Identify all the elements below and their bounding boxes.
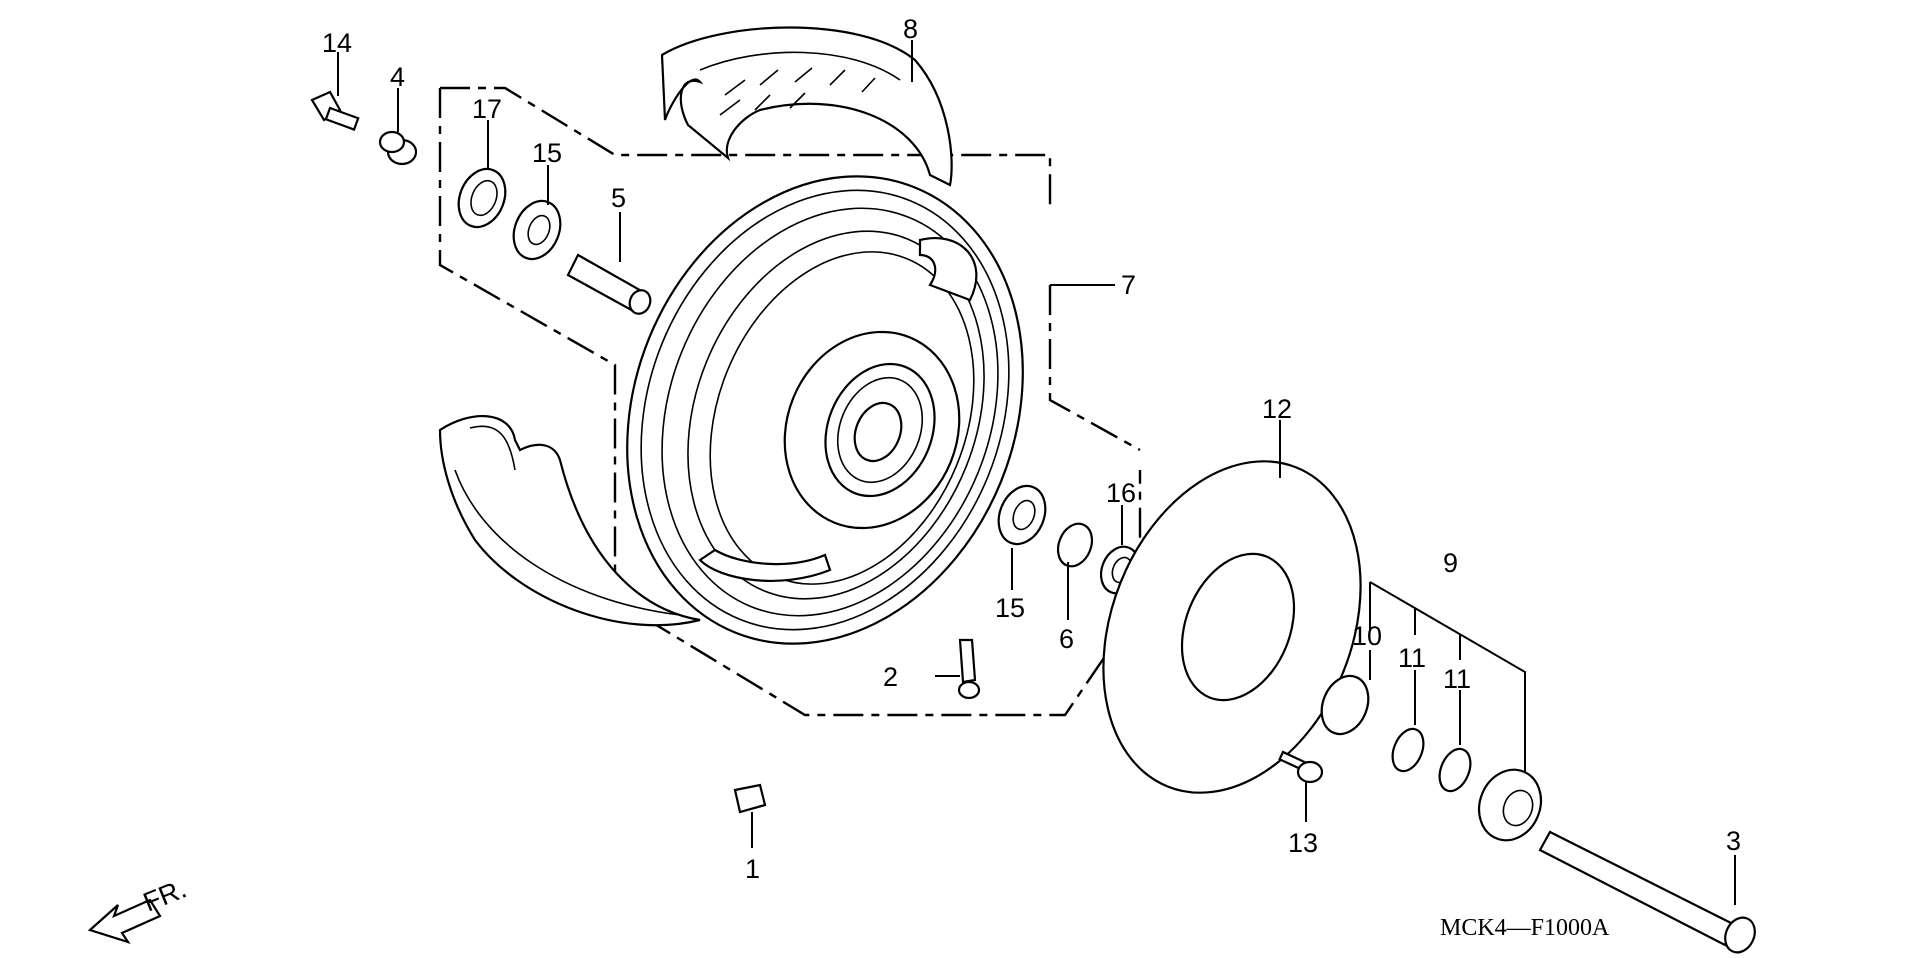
callout-5: 5 bbox=[611, 183, 626, 213]
tire-valve bbox=[957, 638, 981, 700]
tire-lower-half bbox=[438, 414, 701, 627]
front-wheel-axle bbox=[1538, 830, 1756, 954]
flange-bolt bbox=[310, 90, 360, 131]
callout-15-lower: 15 bbox=[995, 593, 1025, 623]
brake-disk-bolt bbox=[1278, 750, 1324, 784]
front-direction-arrow: FR. bbox=[87, 873, 191, 944]
callout-labels: 14 4 17 15 5 8 7 12 16 15 6 2 1 9 10 11 … bbox=[322, 14, 1741, 884]
callout-11-b: 11 bbox=[1443, 664, 1471, 694]
brake-disk bbox=[1102, 460, 1362, 794]
callout-3: 3 bbox=[1726, 826, 1741, 856]
speedometer-gear-retainer bbox=[1056, 522, 1094, 568]
diagram-code: MCK4—F1000A bbox=[1440, 915, 1610, 941]
thrust-washer-a bbox=[1391, 727, 1425, 773]
distance-collar bbox=[566, 253, 652, 315]
balance-weight bbox=[733, 783, 767, 814]
radial-bearing-17 bbox=[457, 167, 507, 229]
callout-6: 7 bbox=[1121, 270, 1136, 300]
radial-bearing-15-upper bbox=[512, 199, 562, 261]
thrust-washer-b bbox=[1438, 747, 1472, 793]
callout-12: 12 bbox=[1262, 394, 1292, 424]
callout-2: 2 bbox=[883, 662, 898, 692]
radial-bearing-15-lower bbox=[997, 484, 1047, 546]
callout-14: 14 bbox=[322, 28, 352, 58]
side-collar bbox=[378, 130, 418, 166]
wheel-rim bbox=[626, 175, 1024, 645]
callout-9: 9 bbox=[1443, 548, 1458, 578]
callout-4: 4 bbox=[390, 62, 405, 92]
tire-upper-half bbox=[660, 26, 953, 187]
speedometer-gearbox bbox=[1477, 768, 1543, 842]
callout-10: 10 bbox=[1352, 621, 1382, 651]
callout-15-upper: 15 bbox=[532, 138, 562, 168]
front-marker-text: FR. bbox=[139, 873, 191, 917]
callout-7: 6 bbox=[1059, 624, 1074, 654]
callout-1: 1 bbox=[745, 854, 760, 884]
leader-lines bbox=[337, 40, 1736, 905]
callout-16: 16 bbox=[1106, 478, 1136, 508]
callout-11-a: 11 bbox=[1398, 643, 1426, 673]
callout-13: 13 bbox=[1288, 828, 1318, 858]
speedometer-gear bbox=[1320, 674, 1370, 736]
callout-17: 17 bbox=[472, 94, 502, 124]
callout-8: 8 bbox=[903, 14, 918, 44]
